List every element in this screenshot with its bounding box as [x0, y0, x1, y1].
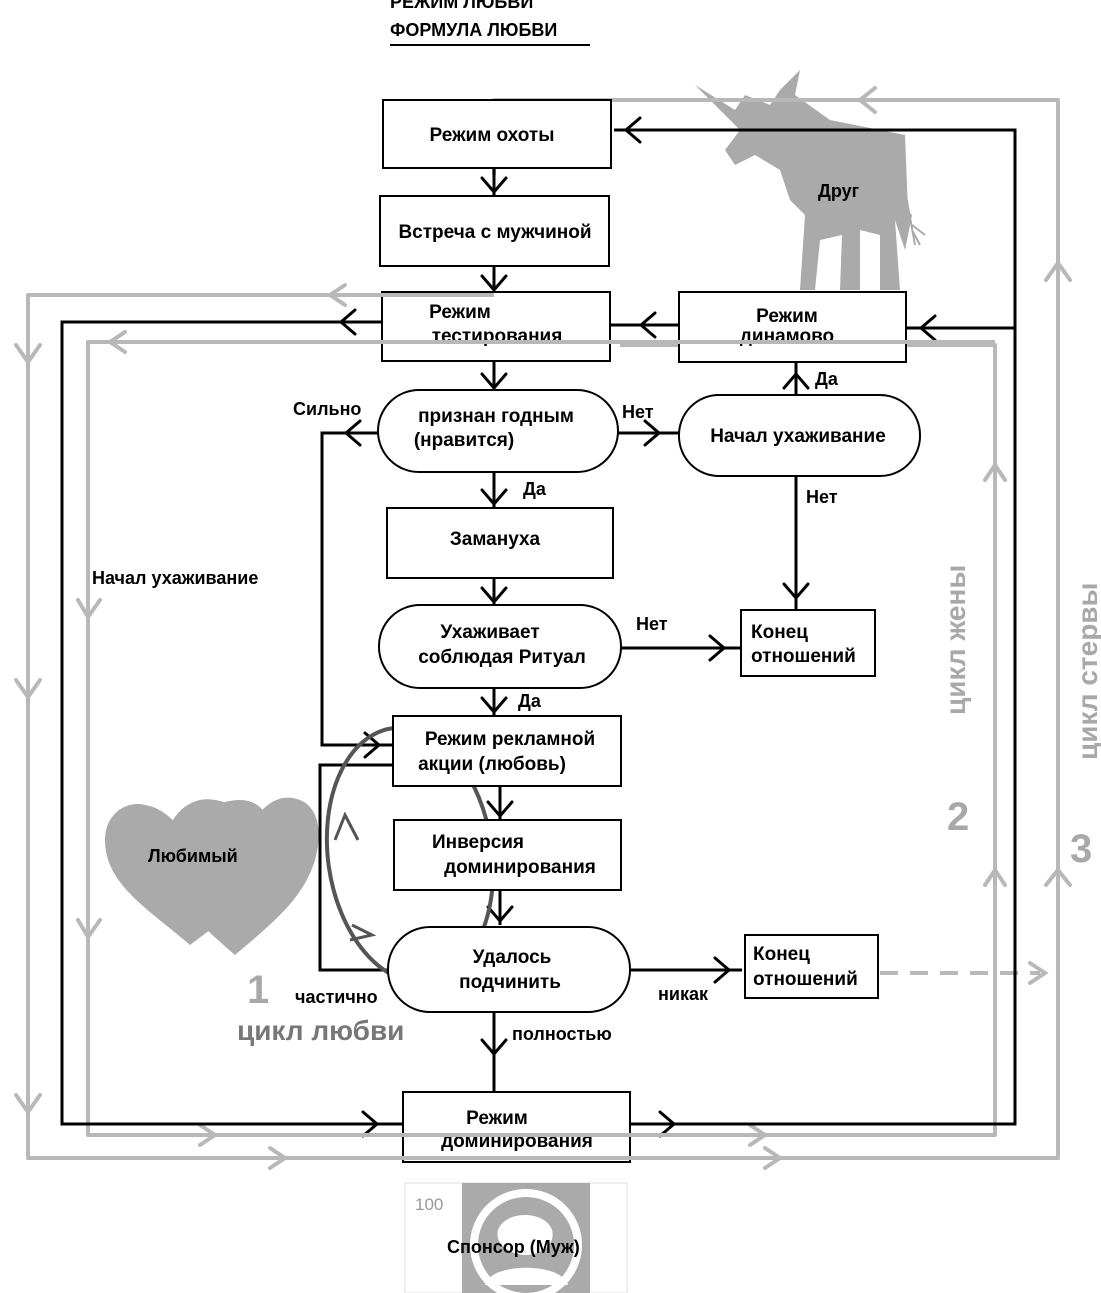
node-dynamo: Режим динамово: [678, 291, 907, 363]
svg-text:подчинить: подчинить: [459, 972, 561, 993]
node-subdue: Удалось подчинить: [387, 926, 631, 1013]
svg-text:Начал ухаживание: Начал ухаживание: [710, 426, 886, 447]
node-end-1: Конец отношений: [740, 609, 876, 677]
label-partial: частично: [295, 987, 378, 1007]
label-fully: полностью: [512, 1024, 612, 1044]
svg-text:соблюдая Ритуал: соблюдая Ритуал: [418, 647, 586, 668]
label-yes-1: Да: [523, 479, 547, 499]
svg-text:признан годным: признан годным: [418, 406, 574, 427]
cycle-love-number: 1: [247, 968, 269, 1012]
label-strong: Сильно: [293, 399, 361, 419]
node-fit: признан годным (нравится): [377, 389, 619, 473]
node-court-start: Начал ухаживание: [678, 394, 921, 477]
gray-arrowheads: [14, 86, 1072, 1170]
cycle-bitch-label: цикл стервы: [1072, 583, 1101, 760]
label-never: никак: [658, 984, 709, 1004]
svg-text:(нравится): (нравится): [414, 430, 514, 451]
svg-text:Режим: Режим: [466, 1108, 528, 1129]
node-ritual: Ухаживает соблюдая Ритуал: [378, 604, 622, 689]
label-no-3: Нет: [636, 614, 668, 634]
cycle-wife-number: 2: [947, 795, 969, 839]
sponsor-count: 100: [415, 1195, 443, 1214]
gray-overlay-lines: [28, 293, 1058, 1160]
sponsor-figure: [404, 1182, 628, 1293]
svg-text:Ухаживает: Ухаживает: [440, 622, 539, 643]
svg-text:акции (любовь): акции (любовь): [418, 754, 566, 775]
svg-text:Конец: Конец: [751, 622, 808, 643]
label-friend: Друг: [818, 181, 860, 201]
friend-figure: [695, 70, 926, 290]
svg-text:Удалось: Удалось: [473, 947, 552, 968]
label-yes-dynamo: Да: [815, 369, 839, 389]
label-sponsor: Спонсор (Муж): [447, 1237, 580, 1257]
node-meet: Встреча с мужчиной: [379, 195, 610, 267]
label-no-1: Нет: [622, 402, 654, 422]
svg-text:отношений: отношений: [751, 646, 856, 667]
node-inversion: Инверсия доминирования: [393, 819, 622, 891]
node-testing: Режим тестирования: [381, 291, 611, 362]
black-connectors: [60, 128, 1017, 1126]
page-title: ФОРМУЛА ЛЮБВИ: [390, 20, 557, 40]
cycle-bitch-number: 3: [1070, 827, 1092, 871]
svg-text:Конец: Конец: [753, 944, 810, 965]
svg-text:Режим рекламной: Режим рекламной: [425, 729, 595, 750]
svg-text:Инверсия: Инверсия: [432, 832, 524, 853]
black-arrowheads: [338, 116, 937, 1138]
node-lure: Замануха: [386, 507, 614, 579]
svg-text:Режим охоты: Режим охоты: [430, 125, 555, 146]
svg-text:Встреча с мужчиной: Встреча с мужчиной: [398, 222, 591, 243]
label-court-left: Начал ухаживание: [92, 568, 258, 588]
svg-text:Режим: Режим: [429, 302, 491, 323]
cycle-love-label: цикл любви: [237, 1015, 404, 1046]
beloved-hearts: [105, 797, 319, 955]
node-hunt: Режим охоты: [382, 99, 612, 169]
cycle-wife-label: цикл жены: [940, 565, 971, 715]
svg-text:доминирования: доминирования: [444, 857, 596, 878]
label-yes-2: Да: [518, 691, 542, 711]
node-end-2: Конец отношений: [744, 934, 879, 999]
label-no-2: Нет: [806, 487, 838, 507]
node-domination: Режим доминирования: [402, 1091, 631, 1163]
svg-text:Замануха: Замануха: [450, 529, 541, 550]
node-ad: Режим рекламной акции (любовь): [392, 715, 622, 787]
svg-text:Режим: Режим: [756, 306, 818, 327]
label-beloved: Любимый: [148, 846, 238, 866]
svg-text:отношений: отношений: [753, 969, 858, 990]
title-partial: РЕЖИМ ЛЮБВИ: [390, 0, 533, 12]
